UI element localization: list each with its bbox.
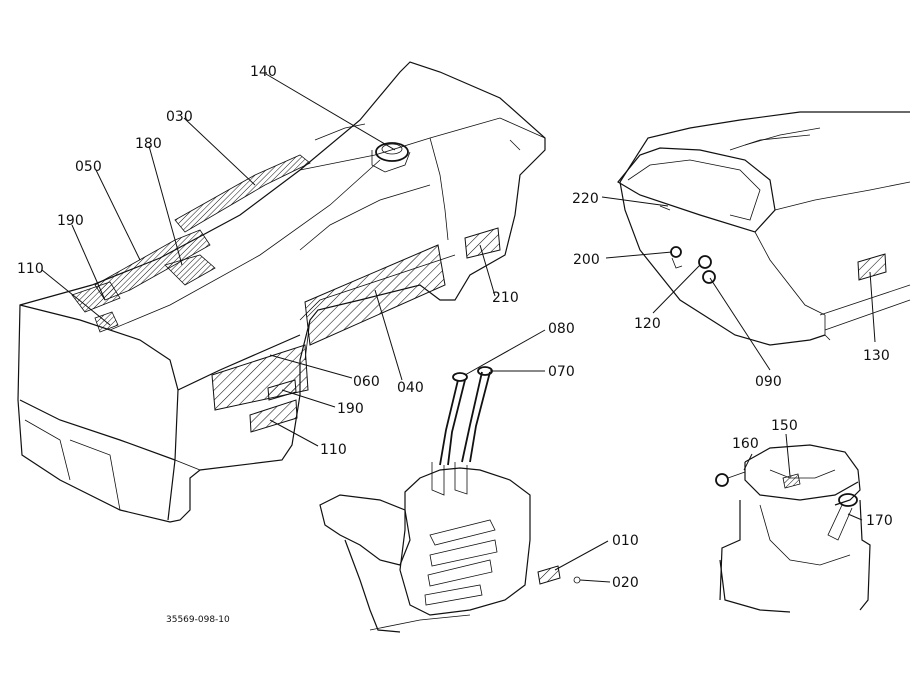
dash-panel-assembly [617,111,911,346]
decal-060 [211,344,309,411]
callout-120: 120 [634,316,661,332]
callout-110-top: 110 [17,261,44,277]
hood-assembly [17,61,546,523]
engine-assembly [715,444,871,613]
callout-190-side: 190 [337,401,364,417]
switch-200 [670,246,683,269]
callout-020: 020 [612,575,639,591]
callout-050: 050 [75,159,102,175]
callout-080: 080 [548,321,575,337]
callout-170: 170 [866,513,893,529]
callout-060: 060 [353,374,380,390]
plate-010 [537,565,561,585]
callout-070: 070 [548,364,575,380]
decal-030 [174,154,311,233]
leader-lines [41,73,876,583]
callout-190-top: 190 [57,213,84,229]
decal-210 [464,227,501,259]
decal-180 [164,254,216,286]
hood-outline [17,61,546,523]
callout-160: 160 [732,436,759,452]
callout-090: 090 [755,374,782,390]
callout-030: 030 [166,109,193,125]
callout-150: 150 [771,418,798,434]
decal-040 [304,244,446,346]
transmission-assembly [319,366,581,633]
decal-150 [782,473,801,489]
hose-170 [838,493,858,507]
callout-200: 200 [573,252,600,268]
switch-090 [698,255,716,284]
screw-020 [573,576,581,584]
callout-040: 040 [397,380,424,396]
decal-110-side [249,399,298,433]
cap-160 [715,473,729,487]
callout-110-side: 110 [320,442,347,458]
callout-010: 010 [612,533,639,549]
drawing-reference-number: 35569-098-10 [166,615,230,625]
decal-190-top [71,281,121,313]
decal-130 [857,253,887,281]
callout-220: 220 [572,191,599,207]
fuel-cap [371,142,411,173]
callout-210: 210 [492,290,519,306]
callout-labels: 140 030 180 050 190 110 060 040 190 110 … [17,64,893,625]
callout-140: 140 [250,64,277,80]
callout-180: 180 [135,136,162,152]
callout-130: 130 [863,348,890,364]
